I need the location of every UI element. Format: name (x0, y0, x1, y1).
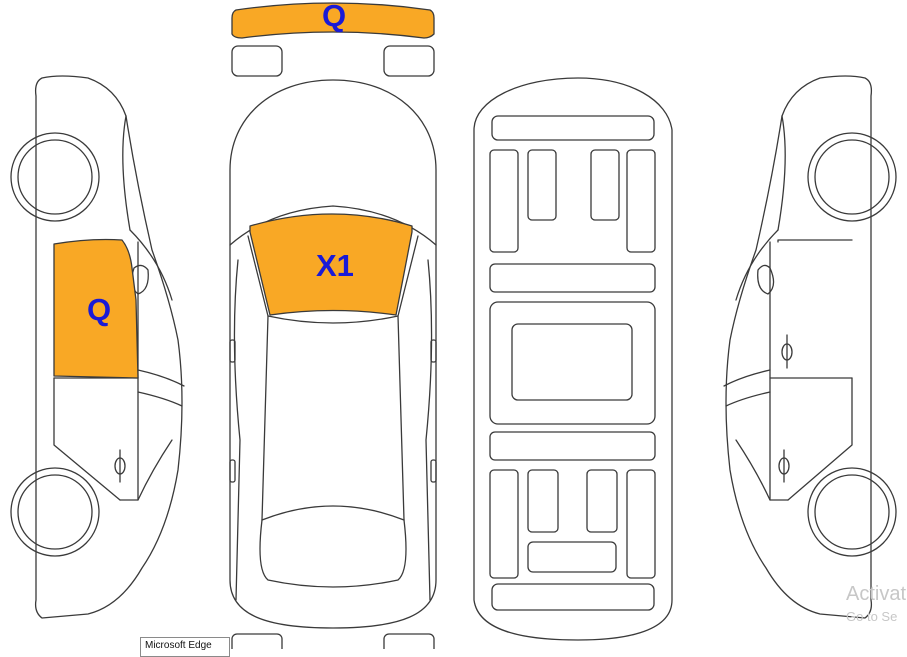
windshield-highlight (249, 213, 413, 316)
watermark-line-1: Activat (846, 583, 907, 605)
top-panel-highlight (231, 2, 435, 39)
left-side-body-outline (34, 75, 183, 619)
top-view (229, 45, 437, 649)
front-bumper-right-part (383, 45, 435, 77)
right-front-wheel (807, 132, 897, 222)
top-view-body-outline (229, 79, 437, 629)
left-door-label: Q (87, 292, 112, 327)
front-bumper-left-part (231, 45, 283, 77)
underside-view (473, 77, 673, 641)
tooltip: Microsoft Edge (140, 637, 230, 657)
underside-body-outline (473, 77, 673, 641)
watermark-line-2: Go to Se (846, 609, 898, 624)
right-side-body-outline (725, 75, 873, 619)
right-front-door-handle (781, 334, 793, 369)
left-side-view (10, 75, 185, 619)
right-side-view (723, 75, 897, 619)
left-front-door-highlight (53, 238, 139, 379)
right-rear-wheel (807, 467, 897, 557)
windshield-label: X1 (316, 248, 354, 283)
right-rear-door-handle (778, 449, 790, 483)
top-panel-label: Q (322, 0, 347, 33)
left-rear-door-handle (114, 449, 126, 483)
left-rear-wheel (10, 467, 100, 557)
left-front-wheel (10, 132, 100, 222)
